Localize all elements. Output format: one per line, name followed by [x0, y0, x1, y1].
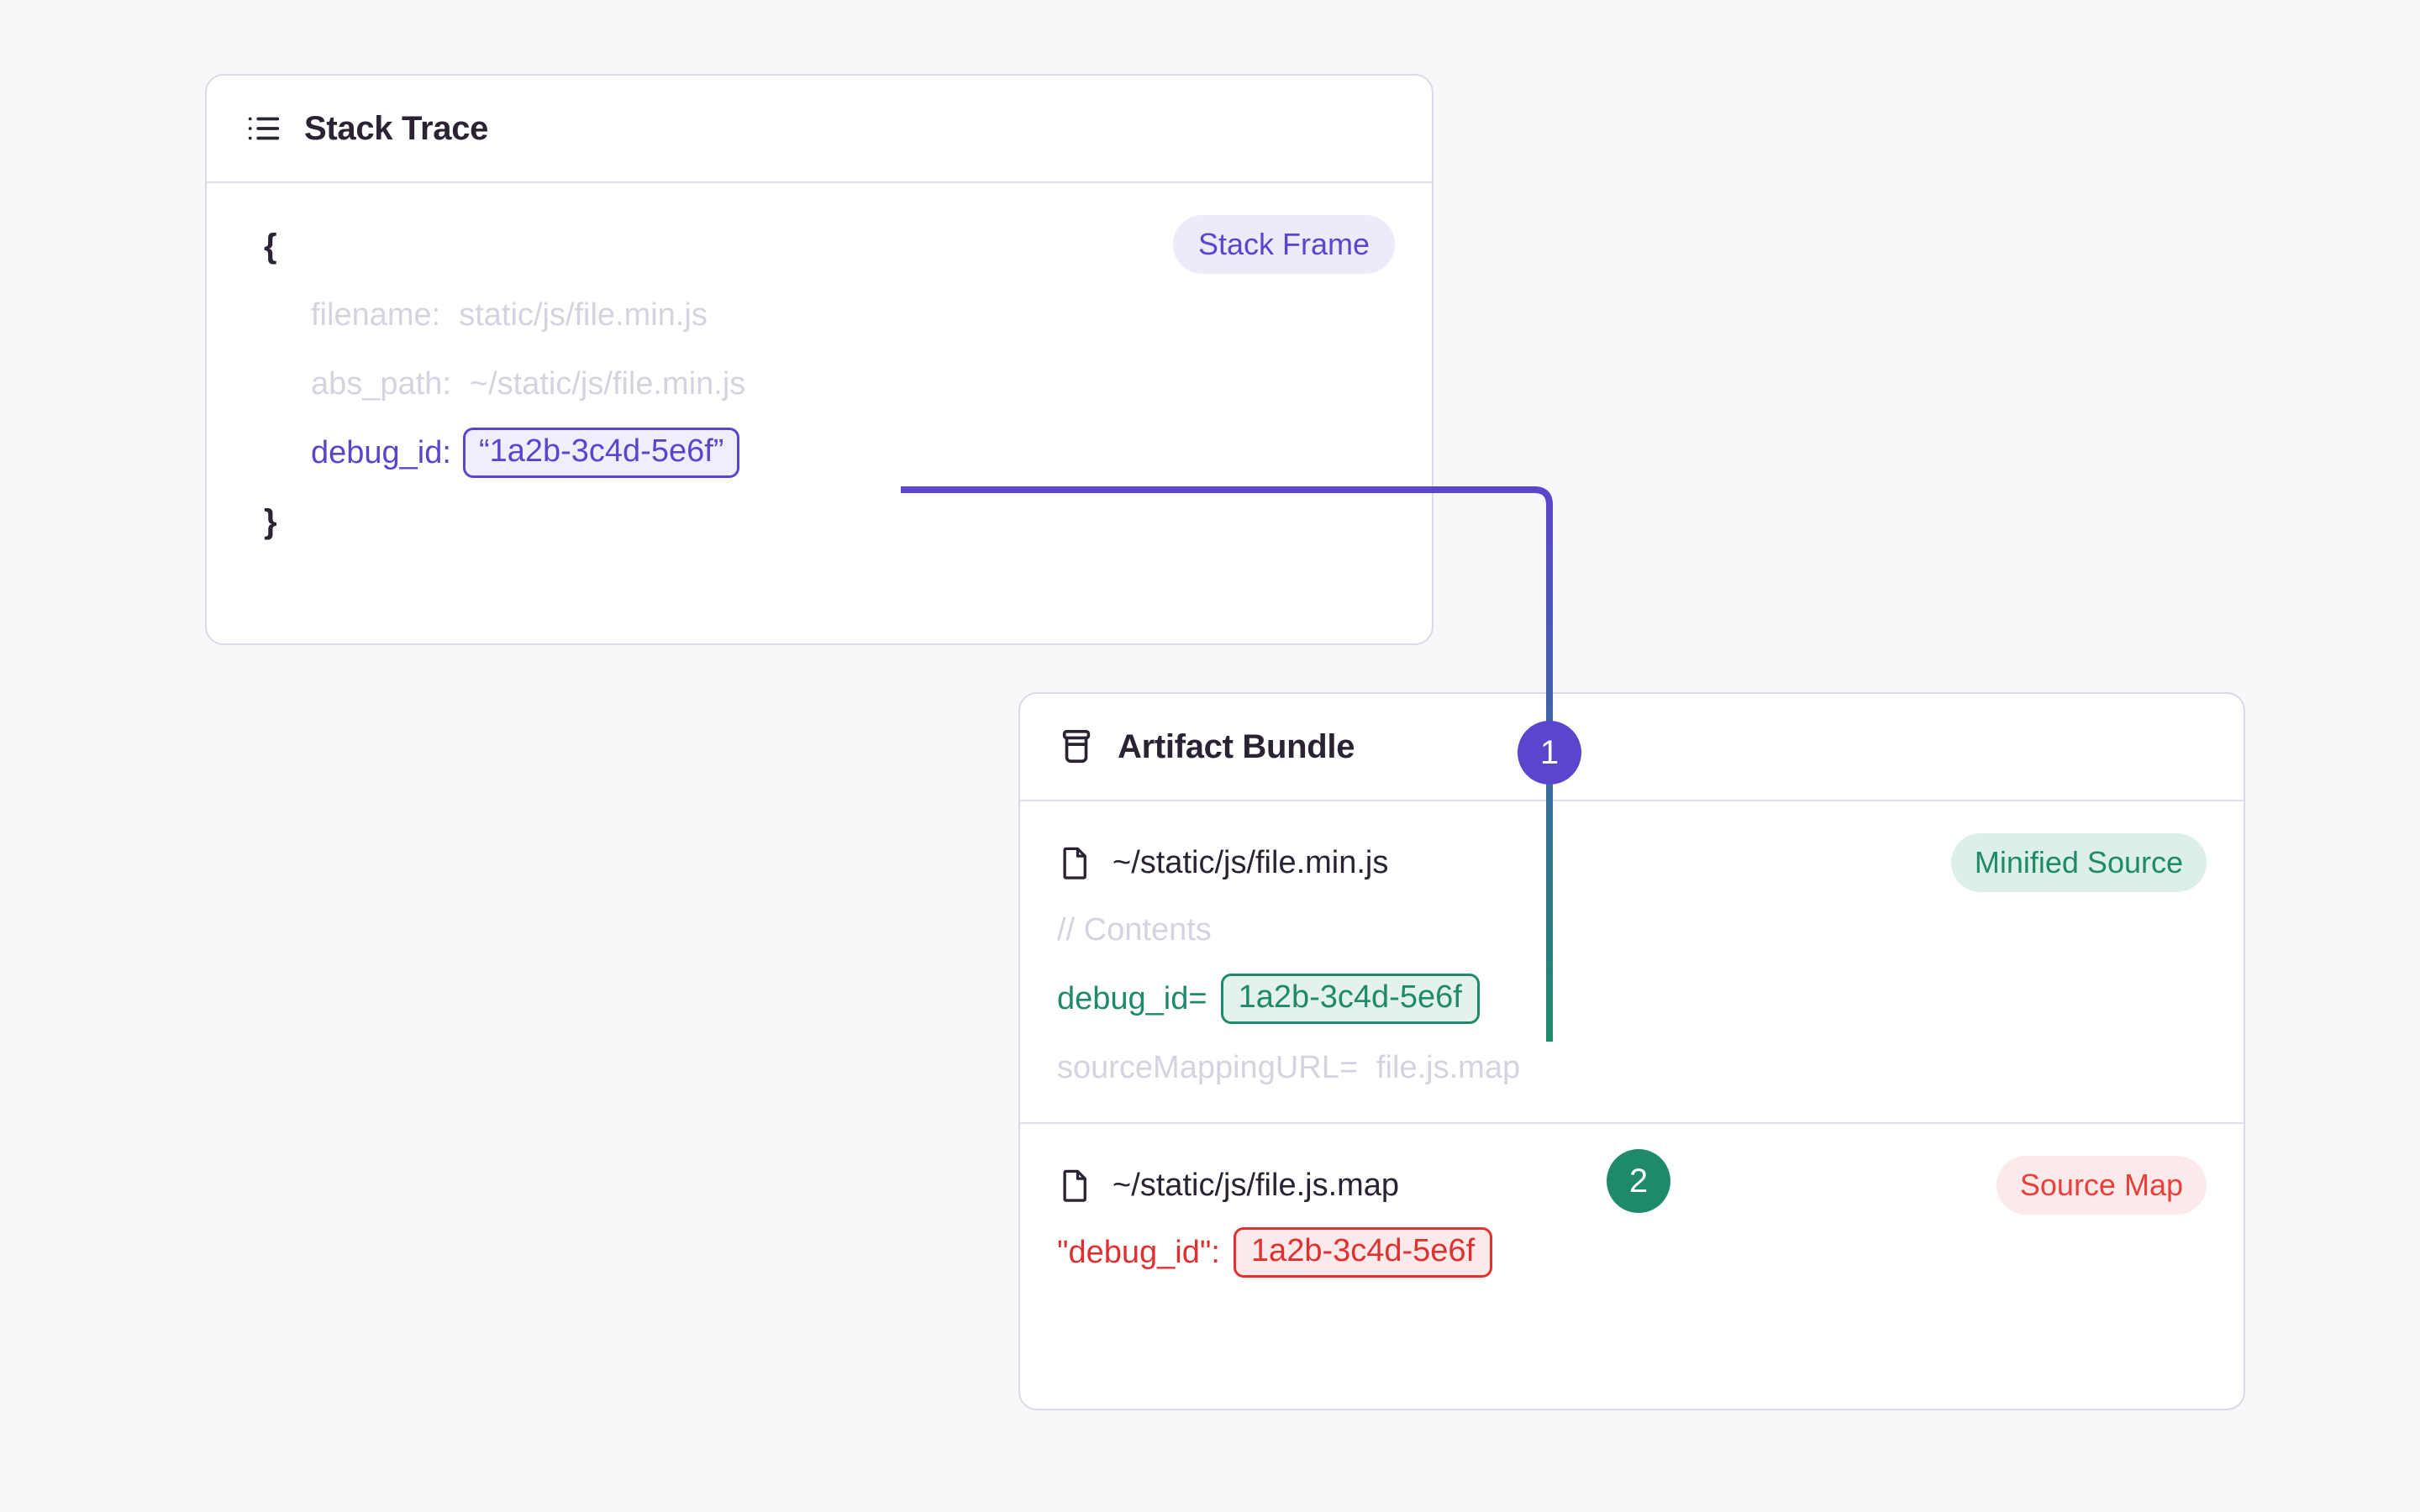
file-name-minified-source: ~/static/js/file.min.js [1113, 844, 1389, 880]
stack-trace-card: Stack Trace Stack Frame { filename: stat… [205, 74, 1434, 645]
file-icon [1057, 1168, 1092, 1203]
file-icon [1057, 845, 1092, 880]
artifact-bundle-card: Artifact Bundle ~/static/js/file.min.js … [1018, 692, 2245, 1410]
line-debug-id-minified-value-chip[interactable]: 1a2b-3c4d-5e6f [1220, 974, 1480, 1024]
field-debug-id-key: debug_id: [311, 434, 451, 470]
line-debug-id-minified-key: debug_id= [1057, 980, 1207, 1016]
list-icon [244, 109, 282, 148]
field-filename-key: filename: [311, 297, 441, 333]
field-abs-path-value: ~/static/js/file.min.js [469, 365, 746, 402]
file-name-source-map: ~/static/js/file.js.map [1113, 1167, 1400, 1203]
file-section-minified-source: ~/static/js/file.min.js Minified Source … [1020, 801, 2244, 1122]
line-debug-id-source-map-key: "debug_id": [1057, 1234, 1220, 1270]
stack-trace-title: Stack Trace [304, 109, 489, 147]
step-marker-2: 2 [1607, 1149, 1670, 1213]
line-debug-id-source-map: "debug_id": 1a2b-3c4d-5e6f [1057, 1218, 2207, 1287]
source-map-badge: Source Map [1996, 1156, 2207, 1215]
close-brace: } [264, 502, 277, 540]
line-contents-comment-text: // Contents [1057, 911, 1212, 948]
step-marker-1: 1 [1518, 721, 1581, 785]
field-filename-value: static/js/file.min.js [459, 297, 708, 333]
line-debug-id-minified: debug_id= 1a2b-3c4d-5e6f [1057, 964, 2207, 1033]
artifact-bundle-header: Artifact Bundle [1020, 694, 2244, 801]
open-brace: { [264, 227, 277, 265]
stack-frame-badge: Stack Frame [1172, 215, 1395, 274]
field-debug-id: debug_id: “1a2b-3c4d-5e6f” [244, 418, 1395, 487]
file-row-minified-source: ~/static/js/file.min.js Minified Source [1057, 830, 2207, 895]
stack-trace-header: Stack Trace [207, 76, 1432, 183]
line-source-mapping-url-key: sourceMappingURL= [1057, 1049, 1359, 1085]
line-source-mapping-url: sourceMappingURL= file.js.map [1057, 1033, 2207, 1102]
line-debug-id-source-map-value-chip[interactable]: 1a2b-3c4d-5e6f [1233, 1227, 1493, 1278]
file-section-source-map: ~/static/js/file.js.map Source Map "debu… [1020, 1122, 2244, 1307]
minified-source-badge: Minified Source [1950, 833, 2207, 892]
file-row-source-map: ~/static/js/file.js.map Source Map [1057, 1152, 2207, 1218]
field-debug-id-value-chip[interactable]: “1a2b-3c4d-5e6f” [462, 428, 740, 478]
field-filename: filename: static/js/file.min.js [244, 281, 1395, 349]
package-icon [1057, 727, 1096, 766]
artifact-bundle-title: Artifact Bundle [1118, 727, 1355, 765]
stack-trace-body: Stack Frame { filename: static/js/file.m… [207, 183, 1432, 593]
field-abs-path: abs_path: ~/static/js/file.min.js [244, 349, 1395, 418]
line-contents-comment: // Contents [1057, 895, 2207, 964]
line-source-mapping-url-value: file.js.map [1376, 1049, 1521, 1085]
field-abs-path-key: abs_path: [311, 365, 451, 402]
